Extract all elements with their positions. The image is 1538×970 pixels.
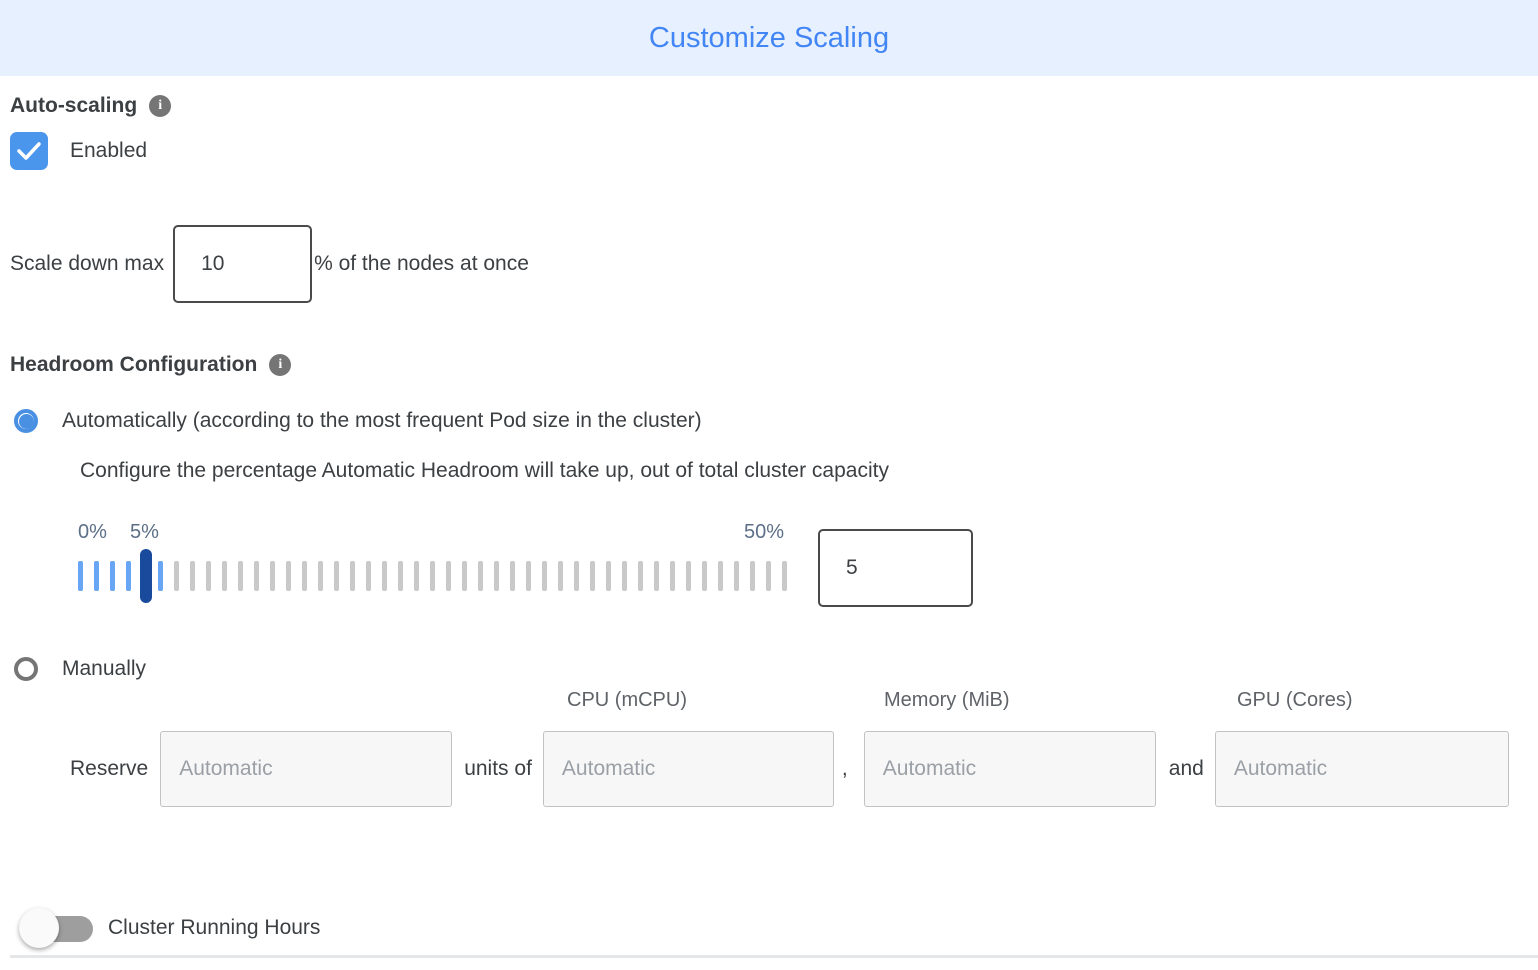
slider-tick bbox=[414, 561, 419, 591]
auto-scaling-section-label: Auto-scaling bbox=[10, 94, 1538, 118]
automatically-label: Automatically (according to the most fre… bbox=[62, 409, 702, 432]
scale-down-row: Scale down max % of the nodes at once bbox=[10, 225, 1538, 303]
slider-tick bbox=[398, 561, 403, 591]
slider-tick bbox=[270, 561, 275, 591]
slider-tick bbox=[734, 561, 739, 591]
reserve-row: Reserve units of , and bbox=[10, 731, 1538, 807]
dialog-header: Customize Scaling bbox=[0, 0, 1538, 76]
auto-scaling-label: Auto-scaling bbox=[10, 94, 138, 117]
slider-tick bbox=[590, 561, 595, 591]
slider-tick bbox=[670, 561, 675, 591]
dialog-body: Auto-scaling Enabled Scale down max % of… bbox=[0, 76, 1538, 958]
slider-tick bbox=[542, 561, 547, 591]
slider-thumb[interactable] bbox=[140, 549, 152, 603]
manually-label: Manually bbox=[62, 657, 147, 680]
reserve-column-headers: CPU (mCPU) Memory (MiB) GPU (Cores) bbox=[10, 689, 1538, 715]
automatically-radio[interactable] bbox=[14, 409, 38, 433]
slider-tick bbox=[158, 561, 163, 591]
slider-tick bbox=[686, 561, 691, 591]
slider-tick bbox=[302, 561, 307, 591]
slider-tick bbox=[222, 561, 227, 591]
slider-tick bbox=[750, 561, 755, 591]
page-title: Customize Scaling bbox=[648, 21, 890, 54]
headroom-percentage-input[interactable] bbox=[818, 529, 973, 607]
slider-min-label: 0% bbox=[78, 521, 107, 543]
slider-tick bbox=[78, 561, 83, 591]
slider-tick bbox=[622, 561, 627, 591]
slider-tick bbox=[430, 561, 435, 591]
enabled-checkbox[interactable] bbox=[10, 132, 48, 170]
slider-max-label: 50% bbox=[744, 521, 785, 543]
headroom-auto-option: Automatically (according to the most fre… bbox=[14, 409, 1538, 433]
manually-radio[interactable] bbox=[14, 657, 38, 681]
radio-dot bbox=[18, 413, 34, 429]
slider-tick bbox=[286, 561, 291, 591]
slider-tick bbox=[334, 561, 339, 591]
slider-tick bbox=[526, 561, 531, 591]
slider-tick bbox=[478, 561, 483, 591]
comma-separator: , bbox=[841, 757, 848, 780]
cpu-column-header: CPU (mCPU) bbox=[567, 689, 687, 711]
headroom-label: Headroom Configuration bbox=[10, 353, 258, 376]
scale-down-max-input[interactable] bbox=[173, 225, 313, 303]
units-of-label: units of bbox=[464, 757, 532, 780]
scale-down-prefix: Scale down max bbox=[10, 252, 165, 275]
slider-tick bbox=[718, 561, 723, 591]
slider-tick bbox=[702, 561, 707, 591]
slider-current-label: 5% bbox=[130, 521, 159, 543]
slider-tick bbox=[446, 561, 451, 591]
slider-tick bbox=[766, 561, 771, 591]
toggle-knob bbox=[19, 908, 59, 948]
slider-tick bbox=[174, 561, 179, 591]
scale-down-suffix: % of the nodes at once bbox=[314, 252, 529, 275]
slider-tick bbox=[558, 561, 563, 591]
reserve-label: Reserve bbox=[70, 757, 149, 780]
headroom-section-label: Headroom Configuration bbox=[10, 353, 1538, 377]
bottom-divider bbox=[10, 955, 1538, 958]
slider-tick bbox=[494, 561, 499, 591]
slider-tick bbox=[206, 561, 211, 591]
slider-tick bbox=[382, 561, 387, 591]
cluster-running-hours-label: Cluster Running Hours bbox=[108, 916, 321, 939]
gpu-column-header: GPU (Cores) bbox=[1237, 689, 1353, 711]
slider-tick bbox=[110, 561, 115, 591]
slider-tick bbox=[350, 561, 355, 591]
enabled-label: Enabled bbox=[70, 139, 148, 162]
slider-ticks[interactable] bbox=[78, 561, 787, 591]
slider-tick bbox=[606, 561, 611, 591]
checkmark-icon bbox=[17, 142, 41, 160]
reserve-memory-input[interactable] bbox=[863, 731, 1156, 807]
reserve-amount-input[interactable] bbox=[160, 731, 453, 807]
slider-tick bbox=[238, 561, 243, 591]
slider-tick bbox=[654, 561, 659, 591]
headroom-percentage-slider: 0% 5% 50% bbox=[78, 521, 1538, 609]
slider-tick bbox=[254, 561, 259, 591]
slider-tick bbox=[126, 561, 131, 591]
reserve-cpu-input[interactable] bbox=[542, 731, 834, 807]
auto-scaling-enabled-row: Enabled bbox=[10, 132, 1538, 170]
and-label: and bbox=[1168, 757, 1204, 780]
slider-tick bbox=[366, 561, 371, 591]
info-icon[interactable] bbox=[269, 354, 292, 376]
slider-tick bbox=[318, 561, 323, 591]
headroom-auto-description: Configure the percentage Automatic Headr… bbox=[80, 459, 889, 482]
slider-tick bbox=[462, 561, 467, 591]
slider-tick bbox=[574, 561, 579, 591]
slider-tick bbox=[94, 561, 99, 591]
slider-tick bbox=[190, 561, 195, 591]
cluster-running-hours-toggle[interactable] bbox=[10, 907, 96, 949]
info-icon[interactable] bbox=[149, 95, 172, 117]
slider-tick bbox=[510, 561, 515, 591]
reserve-gpu-input[interactable] bbox=[1214, 731, 1509, 807]
slider-tick bbox=[638, 561, 643, 591]
slider-tick bbox=[782, 561, 787, 591]
headroom-manual-option: Manually bbox=[14, 657, 1538, 681]
cluster-running-hours-row: Cluster Running Hours bbox=[10, 907, 1538, 949]
memory-column-header: Memory (MiB) bbox=[884, 689, 1010, 711]
